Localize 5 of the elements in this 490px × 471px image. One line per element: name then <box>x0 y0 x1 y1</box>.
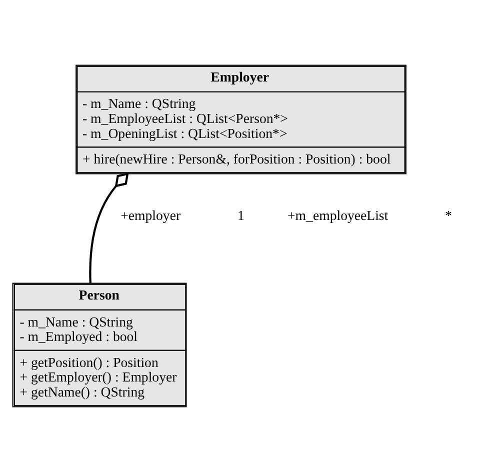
label: +employer <box>120 207 181 222</box>
label: 1 <box>238 207 244 222</box>
connector <box>89 172 129 283</box>
label: +m_employeeList <box>288 207 388 222</box>
label: * <box>445 207 452 222</box>
